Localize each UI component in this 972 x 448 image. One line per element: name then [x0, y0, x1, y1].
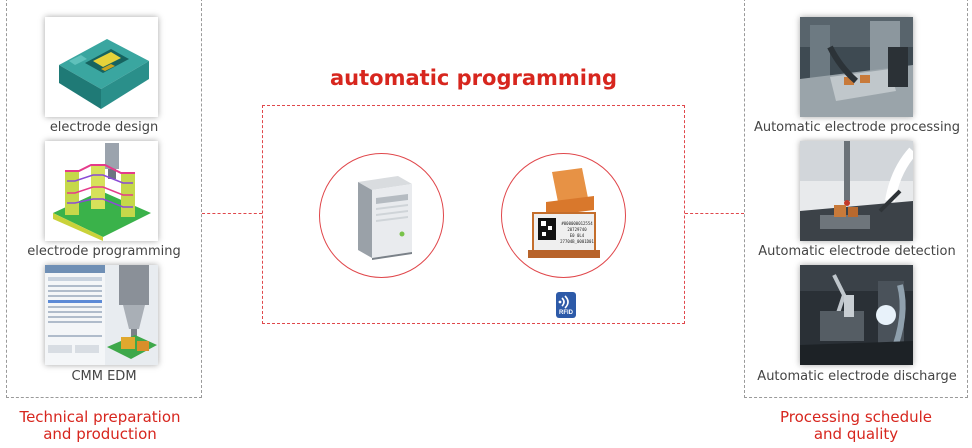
left-group-title-line2: and production — [43, 425, 157, 443]
rfid-tag-circle: #000000012554 20729740 E0 0L4 27704B_000… — [501, 153, 626, 278]
tag-line: E0 0L4 — [569, 233, 585, 238]
electrode-processing-caption: Automatic electrode processing — [753, 120, 961, 135]
electrode-programming-caption: electrode programming — [27, 244, 181, 259]
electrode-detection-caption: Automatic electrode detection — [758, 244, 956, 259]
right-group-title-line2: and quality — [813, 425, 899, 443]
center-panel-frame — [262, 105, 685, 324]
right-group-title: Processing schedule and quality — [756, 409, 956, 443]
right-connector-line — [685, 213, 744, 214]
tag-label-text: #000000012554 20729740 E0 0L4 27704B_000… — [558, 221, 596, 245]
electrode-programming-image — [45, 141, 158, 241]
electrode-discharge-image — [800, 265, 913, 365]
cmm-edm-caption: CMM EDM — [71, 369, 137, 384]
electrode-design-caption: electrode design — [49, 120, 159, 135]
rfid-icon: RFID — [556, 292, 576, 318]
cmm-edm-image — [45, 265, 158, 365]
electrode-design-image — [45, 17, 158, 117]
electrode-processing-image — [800, 17, 913, 117]
rfid-label: RFID — [559, 310, 573, 316]
tag-line: 27704B_0001D01 — [560, 239, 594, 244]
main-title: automatic programming — [330, 66, 617, 90]
left-panel-frame — [6, 0, 202, 398]
server-circle — [319, 153, 444, 278]
left-group-title: Technical preparation and production — [0, 409, 200, 443]
right-panel-frame — [744, 0, 968, 398]
electrode-detection-image — [800, 141, 913, 241]
electrode-discharge-caption: Automatic electrode discharge — [757, 369, 957, 384]
left-group-title-line1: Technical preparation — [19, 408, 181, 426]
right-group-title-line1: Processing schedule — [779, 408, 933, 426]
left-connector-line — [202, 213, 262, 214]
server-icon — [358, 176, 412, 260]
tag-line: 20729740 — [567, 227, 587, 232]
tag-line: #000000012554 — [561, 221, 593, 226]
rfid-electrode-tag — [528, 168, 600, 258]
